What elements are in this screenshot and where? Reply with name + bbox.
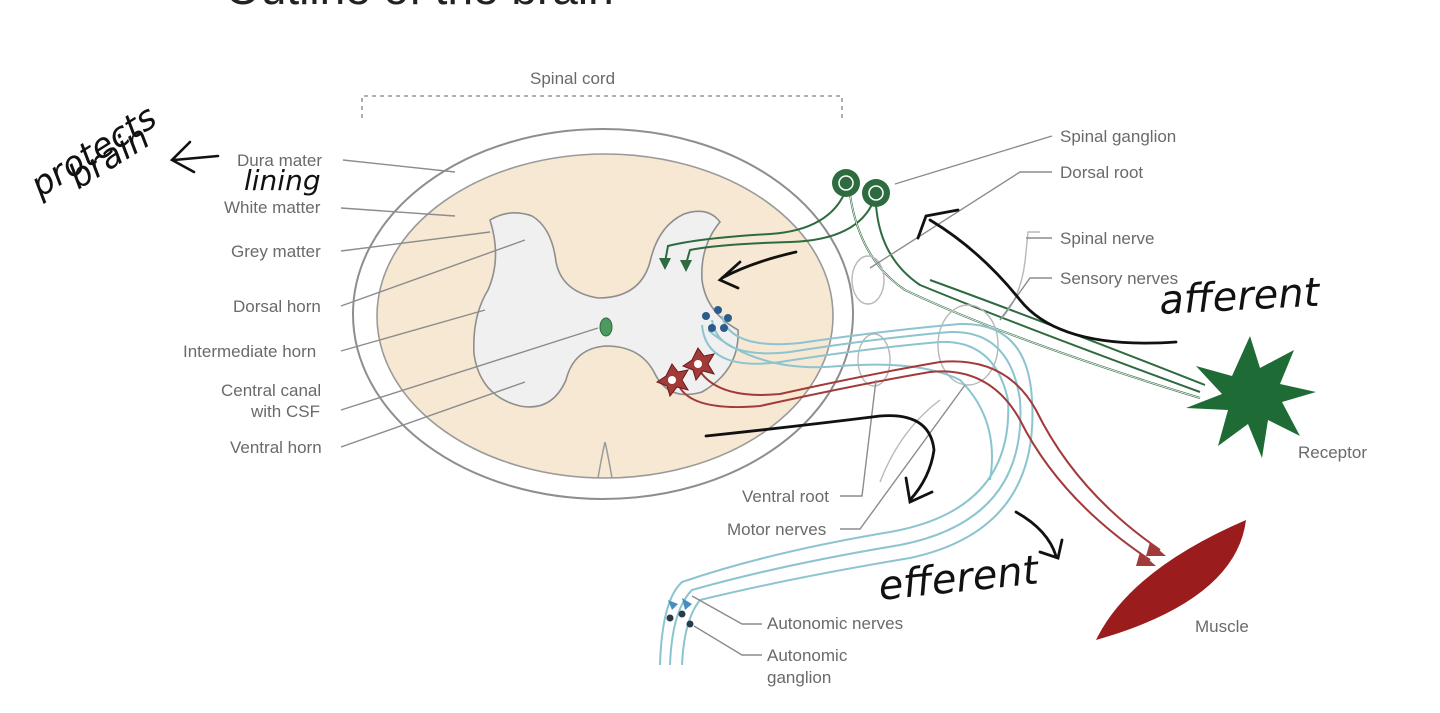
label-dorsal-horn: Dorsal horn xyxy=(233,297,321,316)
label-spinal-cord: Spinal cord xyxy=(530,69,615,88)
motor-neurons xyxy=(655,347,716,398)
hand-arrow-efferent xyxy=(704,414,1064,560)
arrowhead-sensory-2 xyxy=(680,260,692,272)
arrowhead-sensory-1 xyxy=(659,258,671,270)
label-autonomic-nerves: Autonomic nerves xyxy=(767,614,903,633)
label-spinal-nerve: Spinal nerve xyxy=(1060,229,1155,248)
label-white-matter: White matter xyxy=(224,198,321,217)
label-autonomic-ganglion-line1: Autonomic xyxy=(767,646,848,665)
grey-matter xyxy=(472,210,739,408)
motor-pathway xyxy=(677,360,1161,561)
leader-lines-left xyxy=(340,159,599,448)
hand-arrow-protects xyxy=(169,140,220,174)
autonomic-ganglion-cells xyxy=(666,598,694,628)
label-ventral-horn: Ventral horn xyxy=(230,438,322,457)
sensory-pathway-inner xyxy=(849,194,1201,399)
label-muscle: Muscle xyxy=(1195,617,1249,636)
label-motor-nerves: Motor nerves xyxy=(727,520,826,539)
autonomic-cells-spinal xyxy=(702,306,732,332)
label-grey-matter: Grey matter xyxy=(231,242,321,261)
label-central-canal-line2: with CSF xyxy=(250,402,320,421)
central-canal xyxy=(599,317,613,337)
spinal-cord-bracket xyxy=(361,95,843,118)
label-autonomic-ganglion-line2: ganglion xyxy=(767,668,831,687)
hand-arrow-afferent xyxy=(717,208,1178,345)
label-intermediate-horn: Intermediate horn xyxy=(183,342,316,361)
label-dorsal-root: Dorsal root xyxy=(1060,163,1143,182)
label-spinal-ganglion: Spinal ganglion xyxy=(1060,127,1176,146)
handwritten-protects-brain: protects brain xyxy=(23,97,164,206)
label-receptor: Receptor xyxy=(1298,443,1367,462)
label-sensory-nerves: Sensory nerves xyxy=(1060,269,1178,288)
hand-efferent: efferent xyxy=(876,547,1041,610)
receptor xyxy=(1186,336,1316,458)
label-central-canal-line1: Central canal xyxy=(221,381,321,400)
arrowhead-motor-1 xyxy=(1136,552,1156,566)
spinal-ganglion xyxy=(832,169,890,207)
autonomic-pathway xyxy=(659,315,1034,666)
muscle xyxy=(1096,520,1246,640)
hand-afferent: afferent xyxy=(1158,270,1322,324)
arrowhead-motor-2 xyxy=(1146,542,1166,556)
ventral-fissure xyxy=(597,441,613,479)
label-dura-mater: Dura mater xyxy=(237,151,322,170)
page-heading: Outline of the brain xyxy=(225,0,614,14)
label-ventral-root: Ventral root xyxy=(742,487,829,506)
hand-lining: lining xyxy=(244,164,321,197)
nerve-sheaths xyxy=(851,231,1040,483)
